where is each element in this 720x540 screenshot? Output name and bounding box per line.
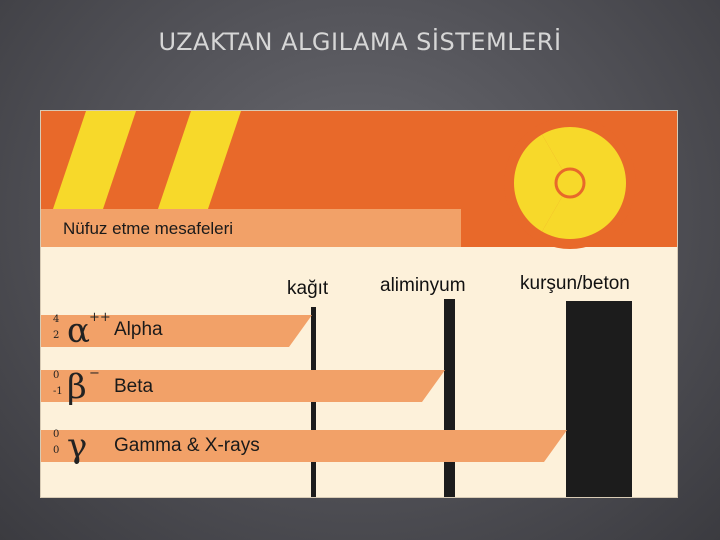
material-label-paper: kağıt <box>287 278 329 299</box>
warning-stripe <box>158 111 241 209</box>
beta-label: Beta <box>114 376 154 397</box>
beta-charge: − <box>89 366 100 381</box>
figure-graphics <box>41 111 677 497</box>
lead-concrete-barrier <box>566 301 632 497</box>
beta-mass-number: 0 <box>53 370 60 381</box>
alpha-symbol: 4 2 α ++ <box>53 310 113 351</box>
gamma-arrow <box>41 430 567 462</box>
beta-arrow <box>41 370 445 402</box>
beta-glyph: β <box>67 367 87 407</box>
alpha-glyph: α <box>67 311 90 351</box>
gamma-glyph: γ <box>67 426 88 466</box>
radiation-trefoil-icon <box>504 117 636 249</box>
gamma-atomic-number: 0 <box>53 445 60 456</box>
radiation-penetration-figure: Nüfuz etme mesafeleri kağıt aliminyum ku… <box>41 111 677 497</box>
beta-symbol: 0 -1 β − <box>53 366 113 407</box>
gamma-symbol: 0 0 γ <box>53 429 113 463</box>
slide-title: UZAKTAN ALGILAMA SİSTEMLERİ <box>158 28 562 56</box>
alpha-label: Alpha <box>114 319 163 340</box>
alpha-arrow <box>41 315 312 347</box>
gamma-mass-number: 0 <box>53 429 60 440</box>
gamma-label: Gamma & X-rays <box>114 435 260 456</box>
figure-subtitle: Nüfuz etme mesafeleri <box>63 219 234 238</box>
alpha-charge: ++ <box>89 310 111 325</box>
aluminium-barrier <box>444 299 455 497</box>
material-label-lead-concrete: kurşun/beton <box>520 273 630 294</box>
alpha-mass-number: 4 <box>53 314 60 325</box>
material-label-aluminium: aliminyum <box>380 275 466 296</box>
warning-stripe <box>53 111 136 209</box>
beta-atomic-number: -1 <box>53 386 63 397</box>
alpha-atomic-number: 2 <box>53 330 60 341</box>
